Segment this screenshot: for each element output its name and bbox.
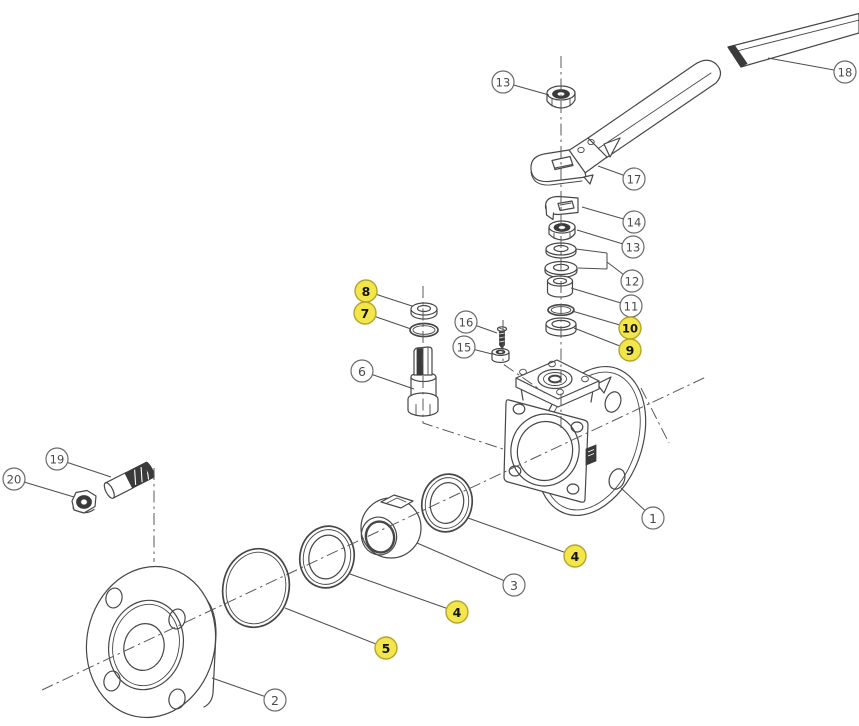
callout-1: 1 <box>620 487 665 530</box>
leader-line-4 <box>349 573 458 613</box>
valve-body-part <box>503 359 647 517</box>
callout-number-13: 13 <box>496 76 511 90</box>
stem-axis <box>422 286 507 451</box>
ball-part <box>360 494 422 559</box>
callout-number-7: 7 <box>361 306 370 321</box>
callout-17: 17 <box>597 165 646 191</box>
callout-number-4: 4 <box>571 549 580 564</box>
body-oring-part <box>221 547 291 629</box>
lock-nut-part <box>491 347 510 364</box>
leader-line-18 <box>767 57 846 73</box>
callout-bubble-17 <box>622 167 646 191</box>
callout-bubble-5 <box>374 636 398 660</box>
callout-number-11: 11 <box>624 300 639 314</box>
callout-14: 14 <box>581 206 646 234</box>
callout-number-2: 2 <box>271 693 279 708</box>
callout-13: 13 <box>491 70 550 96</box>
callout-bubble-18 <box>833 60 857 84</box>
callout-bubble-15 <box>452 335 476 359</box>
callout-number-3: 3 <box>510 578 518 593</box>
centerlines <box>41 56 707 691</box>
callout-number-13: 13 <box>626 241 641 255</box>
callout-bubble-6 <box>350 359 374 383</box>
seat-ring-right-part <box>420 473 474 533</box>
callout-13: 13 <box>576 229 645 259</box>
callout-6: 6 <box>350 359 415 390</box>
callout-number-20: 20 <box>7 473 22 487</box>
callout-bubble-12 <box>620 269 644 293</box>
callout-3: 3 <box>416 542 526 597</box>
callout-20: 20 <box>2 467 75 498</box>
callout-10: 10 <box>571 310 642 340</box>
callout-number-18: 18 <box>838 66 853 80</box>
callout-bubble-4 <box>445 600 469 624</box>
callout-bubble-3 <box>502 573 526 597</box>
callout-bubble-4 <box>563 544 587 568</box>
gland-bushing-part <box>546 275 574 298</box>
callout-7: 7 <box>353 301 412 330</box>
callout-number-12: 12 <box>625 275 640 289</box>
callout-2: 2 <box>211 677 287 712</box>
callout-bubble-19 <box>45 447 69 471</box>
callout-5: 5 <box>284 607 398 660</box>
callout-bubble-7 <box>353 301 377 325</box>
handle-stop-plate-part <box>544 195 579 221</box>
callout-12: 12 <box>606 261 644 293</box>
stem-oring-part <box>409 322 439 338</box>
callout-19: 19 <box>45 447 112 478</box>
callout-bubble-16 <box>454 310 478 334</box>
callout-number-5: 5 <box>382 641 391 656</box>
callout-11: 11 <box>570 287 643 318</box>
handle-part <box>530 59 722 186</box>
thrust-washer-part <box>410 302 438 320</box>
callout-4: 4 <box>349 573 469 624</box>
callout-bubble-9 <box>618 338 642 362</box>
body-flange-centerline <box>640 387 670 444</box>
leader-line-5 <box>284 607 387 649</box>
callout-12-bracket <box>575 248 608 270</box>
callout-18: 18 <box>767 57 857 84</box>
callout-4: 4 <box>467 517 587 568</box>
callout-number-4: 4 <box>453 605 462 620</box>
end-cap-flange-part <box>85 565 217 719</box>
callout-number-6: 6 <box>358 364 366 379</box>
leader-line-4 <box>467 517 576 557</box>
callout-number-19: 19 <box>50 453 65 467</box>
set-screw-part <box>496 326 508 349</box>
callout-number-16: 16 <box>459 316 474 330</box>
screw-axis <box>502 320 546 394</box>
stud-bolt-part <box>103 461 155 499</box>
handle-grip-part <box>727 12 859 68</box>
callout-bubble-2 <box>263 688 287 712</box>
callout-number-17: 17 <box>627 173 642 187</box>
callout-number-1: 1 <box>649 511 657 526</box>
seat-ring-left-part <box>298 525 356 589</box>
callout-bubble-1 <box>641 506 665 530</box>
callout-15: 15 <box>452 335 493 359</box>
callout-number-9: 9 <box>626 343 635 358</box>
callout-bubble-20 <box>2 467 26 491</box>
stem-nut-part <box>548 220 576 241</box>
callout-number-15: 15 <box>457 341 472 355</box>
callout-bubble-13 <box>491 70 515 94</box>
callout-number-14: 14 <box>627 216 642 230</box>
callout-9: 9 <box>573 327 642 362</box>
callout-16: 16 <box>454 310 498 334</box>
main-exploded-axis <box>41 376 707 691</box>
callout-bubble-13 <box>621 235 645 259</box>
callout-number-10: 10 <box>622 322 638 336</box>
leader-line-3 <box>416 542 515 586</box>
callout-bubble-14 <box>622 210 646 234</box>
hex-nut-part <box>71 489 97 514</box>
callout-number-8: 8 <box>362 284 371 299</box>
